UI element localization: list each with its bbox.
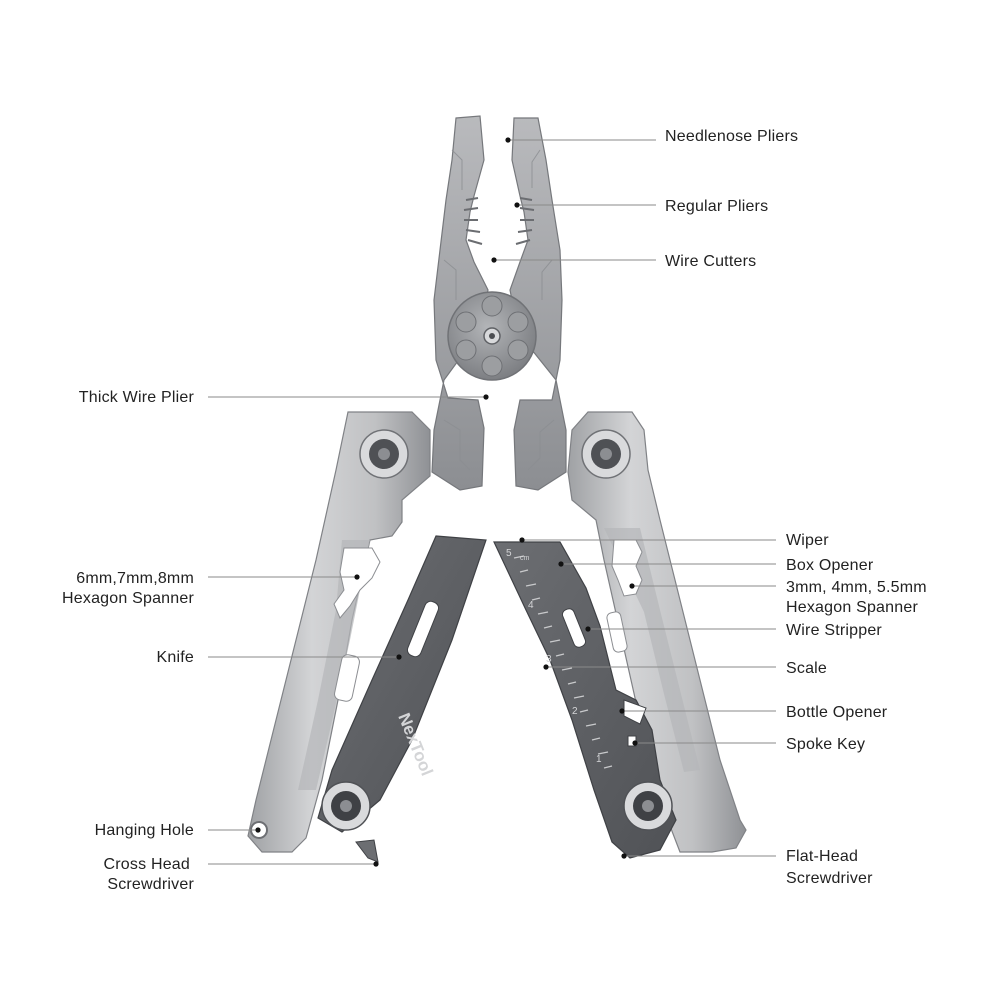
- label-flat-head-line2: Screwdriver: [786, 870, 873, 887]
- scale-mark-2: 2: [572, 706, 578, 717]
- handle-screws: [359, 429, 631, 479]
- plier-jaws: [431, 115, 567, 491]
- callout-labels: Needlenose Pliers Regular Pliers Wire Cu…: [62, 128, 927, 893]
- label-cross-head-line1: Cross Head: [104, 856, 190, 873]
- label-small-hex-spanner-name: Hexagon Spanner: [786, 599, 918, 616]
- label-flat-head-line1: Flat-Head: [786, 848, 858, 865]
- label-wire-cutters: Wire Cutters: [665, 253, 756, 270]
- scale-ticks: [513, 555, 613, 769]
- label-regular-pliers: Regular Pliers: [665, 198, 768, 215]
- label-wiper: Wiper: [786, 532, 829, 549]
- knife-blade: NexTool: [317, 535, 487, 863]
- label-bottle-opener: Bottle Opener: [786, 704, 888, 721]
- label-thick-wire-plier: Thick Wire Plier: [79, 389, 195, 406]
- callout-leaders: [208, 137, 776, 867]
- label-small-hex-spanner-sizes: 3mm, 4mm, 5.5mm: [786, 579, 927, 596]
- scale-mark-4: 4: [528, 600, 534, 611]
- label-hanging-hole: Hanging Hole: [95, 822, 194, 839]
- label-large-hex-spanner-name: Hexagon Spanner: [62, 590, 194, 607]
- label-scale: Scale: [786, 660, 827, 677]
- scale-mark-1: 1: [596, 754, 602, 765]
- label-cross-head-line2: Screwdriver: [107, 876, 194, 893]
- scale-unit: cm: [520, 555, 530, 562]
- large-hex-spanner-cutout: [333, 547, 381, 619]
- label-wire-stripper: Wire Stripper: [786, 622, 882, 639]
- multitool-illustration: NexTool: [247, 115, 747, 863]
- scale-mark-3: 3: [546, 654, 552, 665]
- label-box-opener: Box Opener: [786, 557, 874, 574]
- scale-arm: 5 4 3 2 1 cm: [493, 541, 677, 859]
- left-handle: [247, 411, 431, 853]
- label-needlenose-pliers: Needlenose Pliers: [665, 128, 798, 145]
- small-hex-spanner-cutout: [611, 539, 643, 597]
- scale-mark-5: 5: [506, 548, 512, 559]
- label-large-hex-spanner-sizes: 6mm,7mm,8mm: [76, 570, 194, 587]
- label-spoke-key: Spoke Key: [786, 736, 865, 753]
- label-knife: Knife: [157, 649, 194, 666]
